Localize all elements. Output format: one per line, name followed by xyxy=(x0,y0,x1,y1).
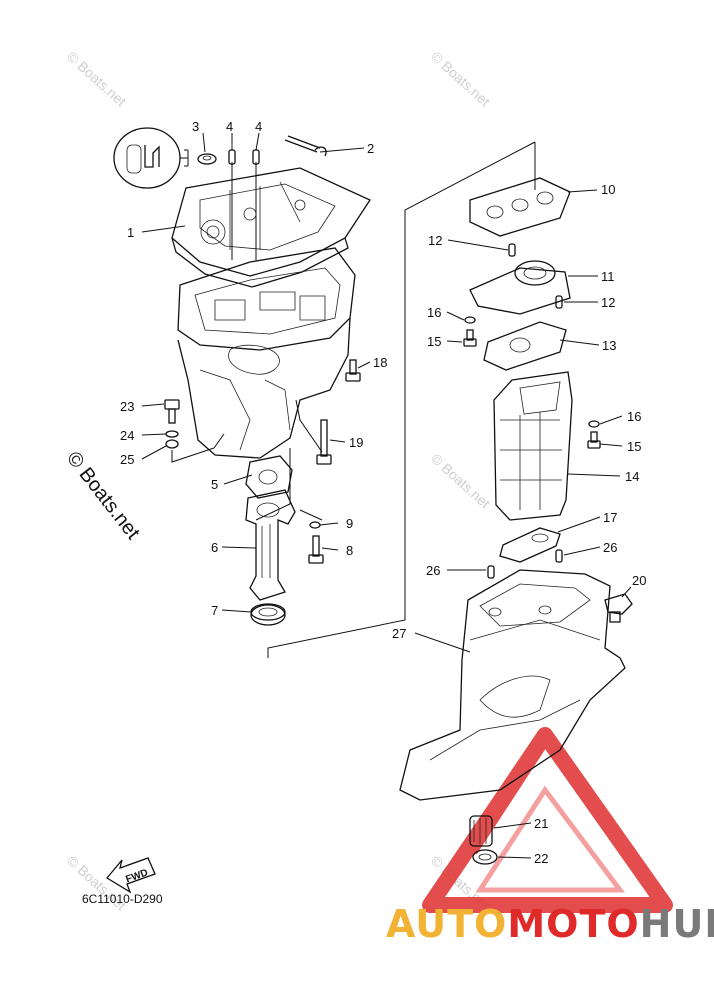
callout-2: 2 xyxy=(367,141,374,156)
callout-13: 13 xyxy=(602,338,616,353)
part-14-exhaust-housing xyxy=(493,371,573,521)
svg-text:AUTOMOTOHUB: AUTOMOTOHUB xyxy=(386,902,714,946)
callout-9: 9 xyxy=(346,516,353,531)
callout-21: 21 xyxy=(534,816,548,831)
callout-20: 20 xyxy=(632,573,646,588)
part-18-bolt xyxy=(345,359,361,382)
part-5-gasket xyxy=(245,455,293,499)
callout-24: 24 xyxy=(120,428,134,443)
callout-26b: 26 xyxy=(426,563,440,578)
part-12-dowel-a xyxy=(508,243,516,257)
part-9-washer xyxy=(309,521,321,529)
callout-16a: 16 xyxy=(427,305,441,320)
callout-26a: 26 xyxy=(603,540,617,555)
exhaust-guide-plate xyxy=(177,247,356,351)
callout-10: 10 xyxy=(601,182,615,197)
callout-19: 19 xyxy=(349,435,363,450)
callout-1: 1 xyxy=(127,225,134,240)
callout-14: 14 xyxy=(625,469,639,484)
leader-lines xyxy=(141,132,632,859)
callout-8: 8 xyxy=(346,543,353,558)
watermark-3: © Boats.net xyxy=(428,450,493,511)
part-8-bolt xyxy=(308,535,324,564)
part-16-washer-a xyxy=(464,316,476,324)
fwd-label: FWD xyxy=(124,867,149,885)
part-2-clip xyxy=(284,135,327,157)
callout-labels: 1 2 3 4 4 5 6 7 8 9 10 11 12 12 13 14 15… xyxy=(120,119,646,866)
exhaust-manifold xyxy=(177,317,351,459)
part-17-seal xyxy=(499,527,561,563)
part-24-washer xyxy=(165,430,179,438)
watermark-2: © Boats.net xyxy=(428,48,493,109)
part-4-dowel-b xyxy=(252,149,260,165)
callout-12a: 12 xyxy=(428,233,442,248)
callout-11: 11 xyxy=(601,269,615,284)
callout-17: 17 xyxy=(603,510,617,525)
part-22-ring xyxy=(472,849,498,865)
part-3-washer xyxy=(197,153,217,165)
callout-3: 3 xyxy=(192,119,199,134)
part-25-washer xyxy=(165,439,179,449)
callout-27: 27 xyxy=(392,626,406,641)
callout-23: 23 xyxy=(120,399,134,414)
brand-auto: AUTO xyxy=(386,902,507,946)
part-10-gasket xyxy=(469,177,571,237)
callout-15a: 15 xyxy=(427,334,441,349)
part-26-dowel-b xyxy=(487,565,495,579)
callout-6: 6 xyxy=(211,540,218,555)
brand-hub: HUB xyxy=(640,902,714,946)
brand-moto: MOTO xyxy=(507,902,639,946)
part-27-upper-case xyxy=(399,569,626,801)
part-16-washer-b xyxy=(588,420,600,428)
part-7-seal xyxy=(250,603,286,626)
part-19-bolt xyxy=(316,419,332,465)
part-1-upper-casing xyxy=(171,167,371,288)
callout-22: 22 xyxy=(534,851,548,866)
part-26-dowel-a xyxy=(555,549,563,563)
inset-detail xyxy=(113,127,189,189)
callout-12b: 12 xyxy=(601,295,615,310)
part-13-gasket xyxy=(483,321,567,371)
callout-5: 5 xyxy=(211,477,218,492)
callout-7: 7 xyxy=(211,603,218,618)
watermark-1: © Boats.net xyxy=(64,48,129,109)
part-15-bolt-b xyxy=(587,431,601,449)
part-4-dowel-a xyxy=(228,149,236,165)
automotohub-triangle-logo xyxy=(422,727,673,913)
part-6-exhaust-pipe xyxy=(245,489,296,601)
part-23-bolt xyxy=(164,399,180,424)
callout-25: 25 xyxy=(120,452,134,467)
callout-4a: 4 xyxy=(226,119,233,134)
part-21-impeller xyxy=(469,815,493,847)
callout-18: 18 xyxy=(373,355,387,370)
left-group-bracket xyxy=(267,141,536,658)
part-15-bolt-a xyxy=(463,329,477,347)
callout-4b: 4 xyxy=(255,119,262,134)
callout-15b: 15 xyxy=(627,439,641,454)
watermarks: © Boats.net © Boats.net © Boats.net © Bo… xyxy=(64,48,493,913)
drawing-code: 6C11010-D290 xyxy=(82,892,163,906)
part-11-plate xyxy=(469,260,571,315)
callout-16b: 16 xyxy=(627,409,641,424)
automotohub-wordmark: AUTOMOTOHUB xyxy=(386,902,714,946)
